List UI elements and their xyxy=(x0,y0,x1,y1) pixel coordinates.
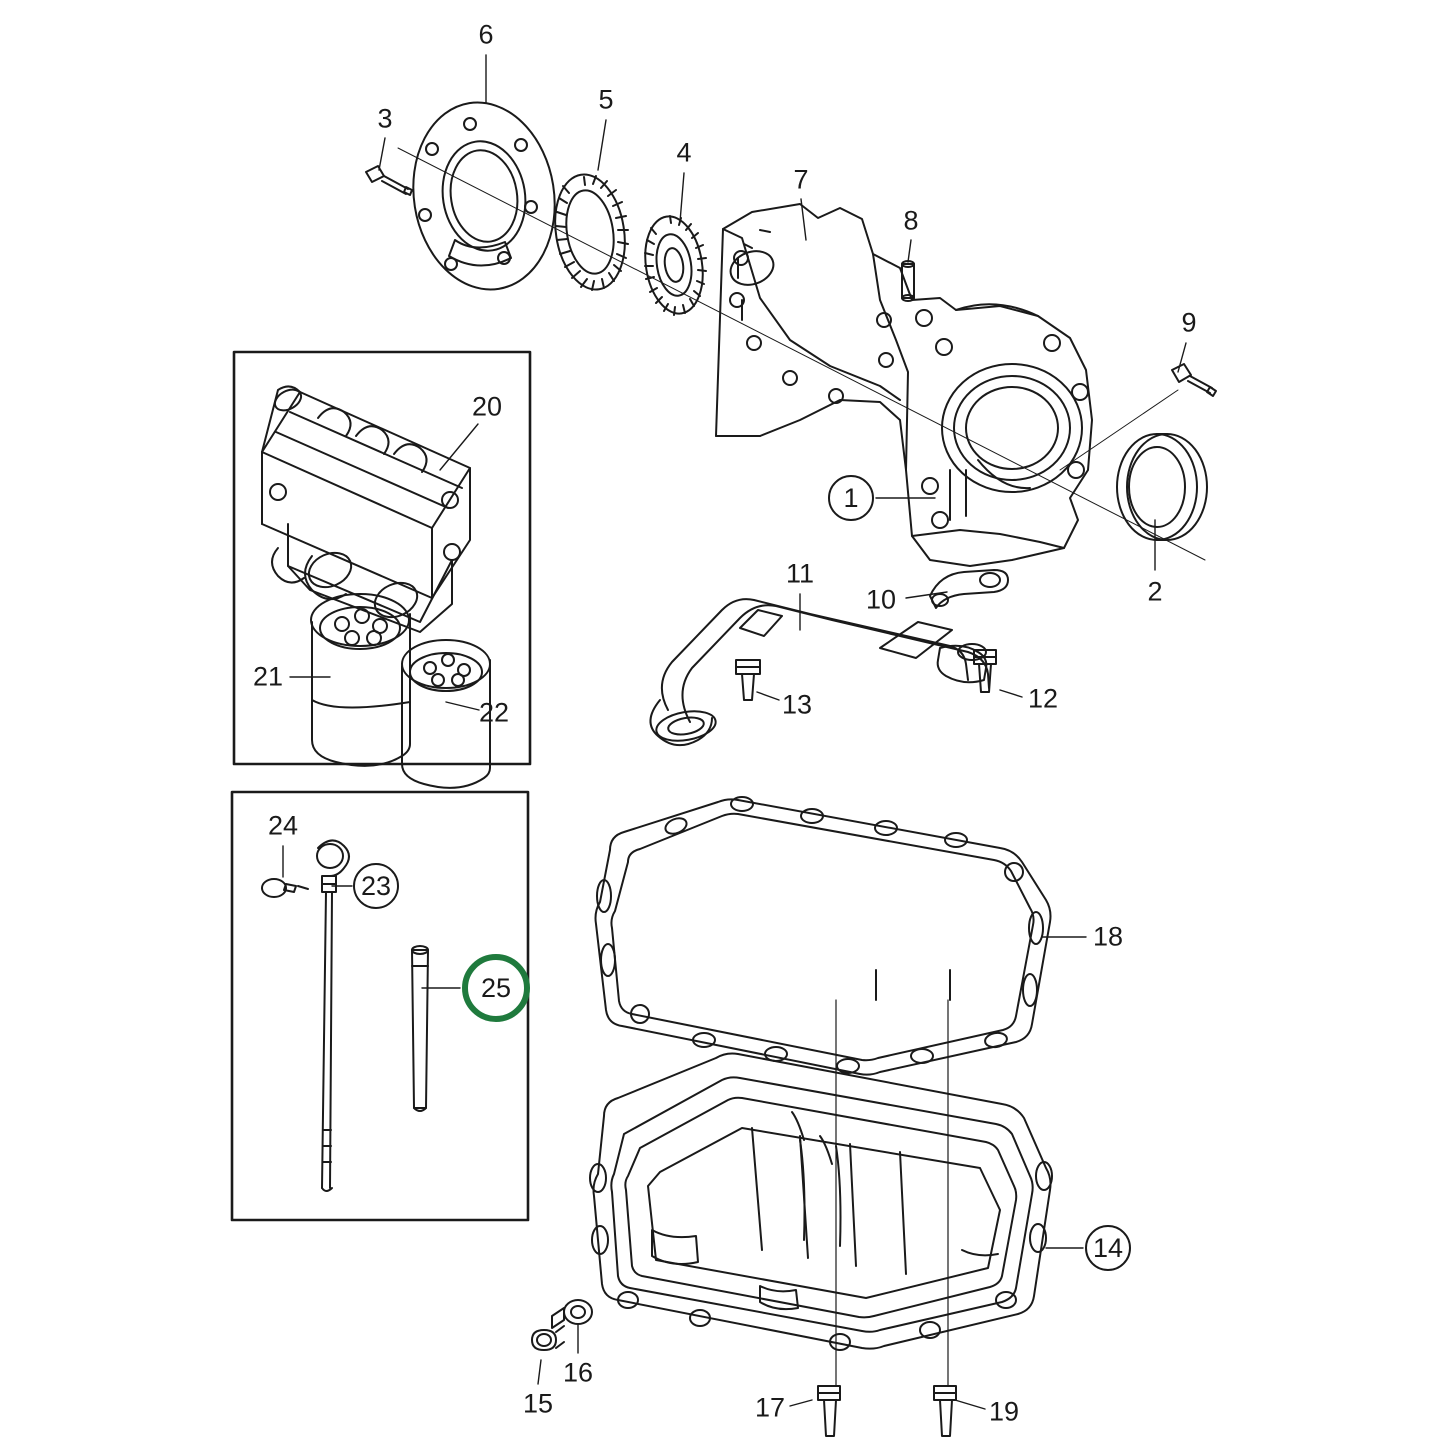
callout-18: 18 xyxy=(1092,921,1124,952)
callout-9: 9 xyxy=(1181,307,1197,338)
callout-12: 12 xyxy=(1027,683,1059,714)
callout-1: 1 xyxy=(828,475,874,521)
callout-25-highlighted: 25 xyxy=(462,954,530,1022)
callout-4: 4 xyxy=(676,137,692,168)
callout-17: 17 xyxy=(754,1392,786,1423)
callout-24: 24 xyxy=(267,810,299,841)
callout-20: 20 xyxy=(471,391,503,422)
callout-8: 8 xyxy=(903,205,919,236)
callout-5: 5 xyxy=(598,84,614,115)
callout-7: 7 xyxy=(793,164,809,195)
callout-21: 21 xyxy=(252,661,284,692)
callout-15: 15 xyxy=(522,1388,554,1419)
callout-10: 10 xyxy=(865,584,897,615)
callout-2: 2 xyxy=(1147,576,1163,607)
callout-22: 22 xyxy=(478,697,510,728)
callout-13: 13 xyxy=(781,689,813,720)
callout-3: 3 xyxy=(377,103,393,134)
callout-19: 19 xyxy=(988,1396,1020,1427)
callout-6: 6 xyxy=(478,19,494,50)
callout-11: 11 xyxy=(785,558,815,589)
callout-14: 14 xyxy=(1085,1225,1131,1271)
callout-23: 23 xyxy=(353,863,399,909)
callout-16: 16 xyxy=(562,1357,594,1388)
